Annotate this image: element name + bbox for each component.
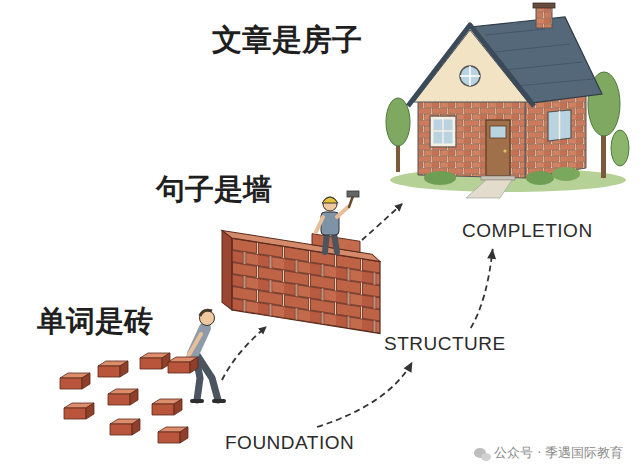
house: [460, 66, 480, 86]
bricklayer: [337, 207, 348, 217]
house: [503, 149, 506, 152]
house: [470, 17, 602, 103]
wechat-icon: [474, 448, 491, 461]
house: [559, 111, 561, 140]
heading-label: 文章是房子: [212, 22, 362, 58]
flow-arrow: [362, 204, 402, 240]
bricklayer: [347, 191, 359, 197]
house: [485, 29, 593, 86]
house: [386, 98, 410, 146]
brick-wall: [232, 238, 380, 333]
brick-carrier: [200, 311, 215, 326]
loose-bricks: [158, 427, 188, 443]
house: [418, 100, 525, 178]
stage-label: COMPLETION: [458, 218, 597, 245]
brick-carrier: [168, 310, 224, 401]
house: [490, 126, 506, 138]
heading-label: 句子是墙: [156, 172, 272, 207]
house: [432, 118, 454, 145]
brick-carrier: [214, 399, 224, 403]
dashed-arrow: [471, 249, 496, 328]
flow-arrow: [222, 327, 266, 380]
house: [460, 66, 480, 86]
brick-carrier: [186, 334, 201, 360]
brick-wall: [222, 230, 380, 261]
bricklayer: [322, 197, 338, 203]
stage-text: FOUNDATION: [225, 432, 354, 455]
bricklayer: [325, 233, 327, 252]
brick-carrier: [200, 310, 212, 316]
house: [386, 3, 629, 198]
brick-wall: [222, 219, 380, 333]
brick-carrier: [168, 357, 198, 373]
loose-bricks: [64, 403, 94, 419]
house: [533, 3, 555, 8]
house: [536, 6, 552, 28]
brick-carrier: [192, 399, 202, 403]
arrow-head: [404, 362, 413, 373]
arrow-head: [487, 249, 496, 259]
house: [424, 171, 456, 185]
house: [430, 116, 456, 147]
wechat-icon: [481, 453, 491, 461]
brick-carrier: [195, 352, 218, 400]
house: [548, 110, 571, 141]
bricklayer: [349, 196, 353, 207]
dashed-line: [317, 362, 412, 427]
stage-label: FOUNDATION: [221, 430, 358, 457]
loose-bricks: [98, 361, 128, 377]
house: [408, 25, 534, 106]
bricklayer: [323, 197, 337, 211]
dashed-line: [471, 249, 493, 328]
bricklayer: [334, 233, 337, 252]
house: [432, 118, 454, 145]
house: [611, 130, 629, 166]
bricklayer: [316, 191, 359, 252]
loose-bricks: [110, 419, 140, 435]
loose-bricks: [152, 399, 182, 415]
watermark: 公众号 · 季遇国际教育: [494, 445, 623, 462]
stage-text: STRUCTURE: [384, 333, 506, 356]
loose-bricks: [108, 389, 138, 405]
heading-label: 单词是砖: [37, 304, 153, 339]
house: [526, 171, 554, 185]
stage-text: COMPLETION: [462, 220, 593, 243]
loose-bricks: [140, 353, 170, 369]
house: [481, 176, 515, 180]
brick-wall: [222, 230, 232, 310]
bricklayer: [316, 217, 323, 232]
house: [466, 180, 512, 198]
house: [552, 167, 580, 181]
house: [486, 120, 510, 176]
dashed-arrow: [317, 362, 412, 427]
loose-bricks: [60, 373, 90, 389]
stage-label: STRUCTURE: [380, 331, 510, 358]
